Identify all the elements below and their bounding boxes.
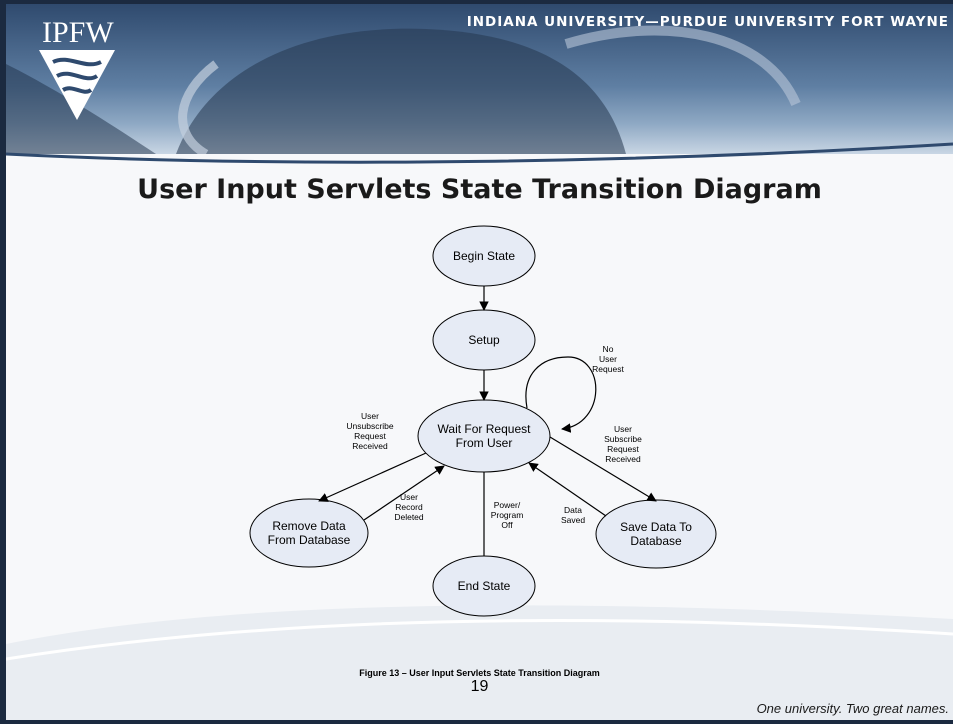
edge-label-line: No [602, 344, 614, 354]
background-swoosh [6, 142, 953, 720]
university-name: INDIANA UNIVERSITY—PURDUE UNIVERSITY FOR… [466, 14, 949, 30]
node-label-save-line2: Database [630, 534, 682, 548]
edge-label-line: Saved [560, 515, 586, 525]
node-label-wait-line2: From User [455, 436, 513, 450]
edge-self-loop-no-request [525, 356, 597, 433]
header-banner: IPFW INDIANA UNIVERSITY—PURDUE UNIVERSIT… [6, 4, 953, 154]
page-number: 19 [470, 678, 489, 695]
node-label-end: End State [457, 579, 511, 593]
edge-label-line: Data [564, 505, 582, 515]
edge-label-line: Off [501, 520, 513, 530]
edge-label-no-request: No User Request [592, 344, 624, 374]
header-mammoth-graphic [6, 25, 801, 154]
edge-label-data-saved: Data Saved [561, 505, 585, 525]
edge-label-unsubscribe: User Unsubscribe Request Received [346, 411, 393, 451]
edge-label-line: User [400, 492, 418, 502]
edge-label-line: Deleted [394, 512, 424, 522]
edge-label-power-off: Power/ Program Off [491, 500, 524, 530]
edge-label-line: Subscribe [604, 434, 642, 444]
edge-remove-to-wait [363, 465, 445, 521]
edge-label-line: User [599, 354, 617, 364]
edge-label-record-deleted: User Record Deleted [394, 492, 423, 522]
footer-tagline: One university. Two great names. [756, 701, 949, 716]
edge-label-line: Received [352, 441, 388, 451]
edge-label-line: Request [354, 431, 386, 441]
edge-label-line: Unsubscribe [346, 421, 394, 431]
edge-label-line: User [361, 411, 379, 421]
node-label-remove-line2: From Database [267, 533, 351, 547]
node-remove-data [249, 498, 369, 568]
state-transition-diagram [249, 225, 717, 617]
ipfw-logo-icon [39, 50, 115, 120]
edge-label-line: User [614, 424, 632, 434]
node-label-remove-line1: Remove Data [272, 519, 346, 533]
node-label-wait-line1: Wait For Request [437, 422, 531, 436]
edge-save-to-wait [528, 462, 607, 517]
figure-caption: Figure 13 – User Input Servlets State Tr… [359, 668, 600, 678]
edge-label-line: Received [605, 454, 641, 464]
node-label-begin: Begin State [452, 249, 516, 263]
slide: IPFW INDIANA UNIVERSITY—PURDUE UNIVERSIT… [6, 4, 953, 720]
slide-title: User Input Servlets State Transition Dia… [137, 174, 822, 205]
edge-label-line: Request [592, 364, 624, 374]
edge-label-line: Record [395, 502, 423, 512]
edge-wait-to-remove [318, 452, 427, 502]
edge-label-line: Request [607, 444, 639, 454]
ipfw-logo-text: IPFW [42, 16, 114, 49]
edge-wait-to-save [549, 436, 657, 502]
edge-label-subscribe: User Subscribe Request Received [604, 424, 642, 464]
node-label-setup: Setup [468, 333, 500, 347]
node-label-save-line1: Save Data To [620, 520, 692, 534]
edge-label-line: Power/ [493, 500, 521, 510]
edge-label-line: Program [490, 510, 524, 520]
